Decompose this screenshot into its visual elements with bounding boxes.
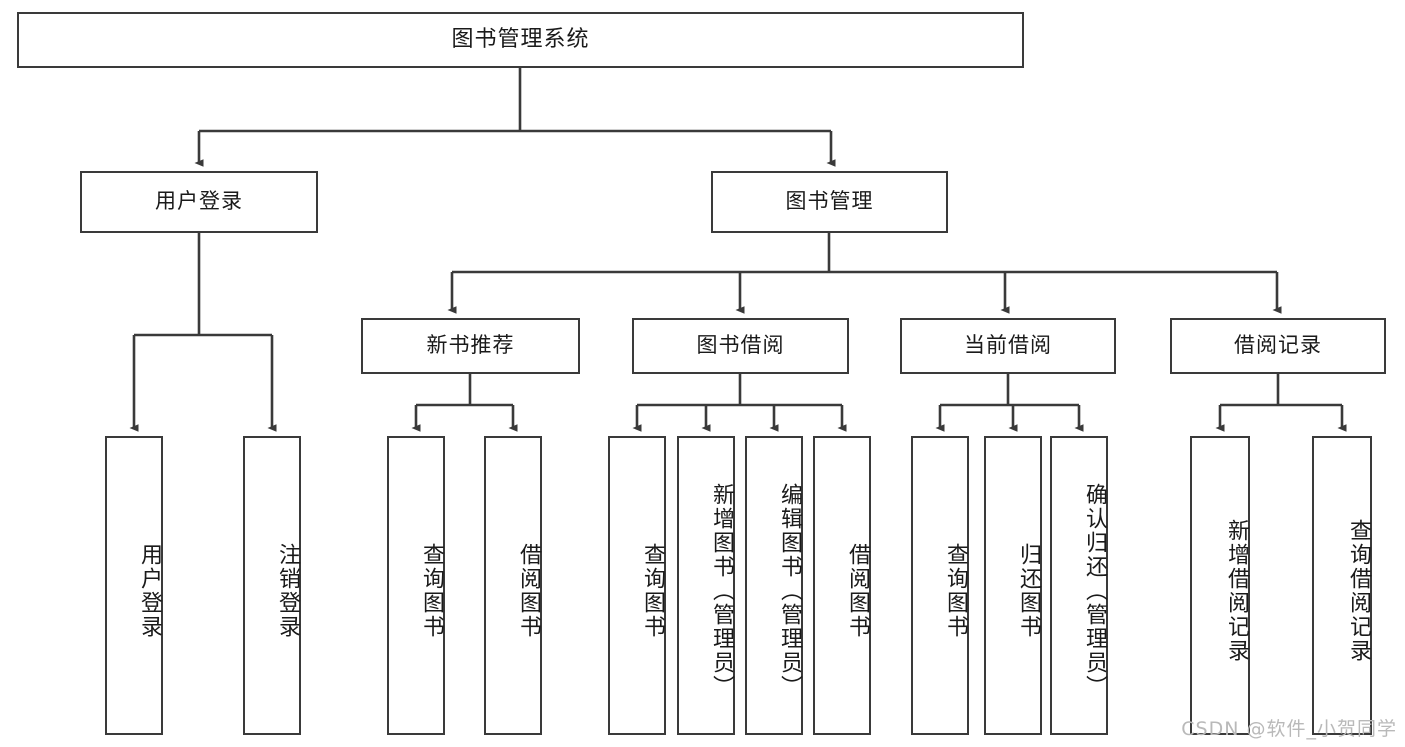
node-new-book-rec-label: 新书推荐 <box>426 333 515 358</box>
node-leaf-borrow-book-2[interactable]: 借阅图书 <box>813 436 871 735</box>
node-book-borrow-label: 图书借阅 <box>696 333 785 358</box>
node-user-login-label: 用户登录 <box>155 189 243 214</box>
node-leaf-add-book[interactable]: 新增图书（管理员） <box>677 436 735 735</box>
node-leaf-query-book-2-label: 查询图书 <box>640 542 665 639</box>
node-root[interactable]: 图书管理系统 <box>17 12 1024 68</box>
node-current-borrow-label: 当前借阅 <box>964 333 1052 358</box>
node-leaf-add-record-label: 新增借阅记录 <box>1224 518 1249 663</box>
node-leaf-borrow-book-1-label: 借阅图书 <box>516 542 541 639</box>
node-leaf-user-login-label: 用户登录 <box>137 542 162 639</box>
node-book-manage-label: 图书管理 <box>785 189 874 214</box>
node-leaf-user-logout-label: 注销登录 <box>275 542 300 639</box>
node-borrow-record[interactable]: 借阅记录 <box>1170 318 1386 374</box>
node-leaf-return-book-label: 归还图书 <box>1016 542 1041 639</box>
node-leaf-add-record[interactable]: 新增借阅记录 <box>1190 436 1250 735</box>
node-root-label: 图书管理系统 <box>451 26 590 52</box>
node-leaf-borrow-book-1[interactable]: 借阅图书 <box>484 436 542 735</box>
node-leaf-query-record-label: 查询借阅记录 <box>1346 518 1371 663</box>
node-leaf-edit-book-label: 编辑图书（管理员） <box>777 482 802 699</box>
node-current-borrow[interactable]: 当前借阅 <box>900 318 1116 374</box>
node-leaf-query-book-1-label: 查询图书 <box>419 542 444 639</box>
node-leaf-return-book[interactable]: 归还图书 <box>984 436 1042 735</box>
node-leaf-add-book-label: 新增图书（管理员） <box>709 482 734 699</box>
node-new-book-rec[interactable]: 新书推荐 <box>361 318 580 374</box>
node-leaf-borrow-book-2-label: 借阅图书 <box>845 542 870 639</box>
node-leaf-user-logout[interactable]: 注销登录 <box>243 436 301 735</box>
node-book-borrow[interactable]: 图书借阅 <box>632 318 849 374</box>
watermark-text: CSDN @软件_小贺同学 <box>1181 718 1397 740</box>
node-user-login[interactable]: 用户登录 <box>80 171 318 233</box>
node-leaf-edit-book[interactable]: 编辑图书（管理员） <box>745 436 803 735</box>
node-leaf-query-book-3[interactable]: 查询图书 <box>911 436 969 735</box>
node-leaf-query-book-2[interactable]: 查询图书 <box>608 436 666 735</box>
node-leaf-confirm-return-label: 确认归还（管理员） <box>1082 482 1107 699</box>
node-leaf-query-book-3-label: 查询图书 <box>943 542 968 639</box>
node-leaf-query-record[interactable]: 查询借阅记录 <box>1312 436 1372 735</box>
node-leaf-user-login[interactable]: 用户登录 <box>105 436 163 735</box>
node-leaf-query-book-1[interactable]: 查询图书 <box>387 436 445 735</box>
node-leaf-confirm-return[interactable]: 确认归还（管理员） <box>1050 436 1108 735</box>
node-book-manage[interactable]: 图书管理 <box>711 171 948 233</box>
node-borrow-record-label: 借阅记录 <box>1234 333 1322 358</box>
